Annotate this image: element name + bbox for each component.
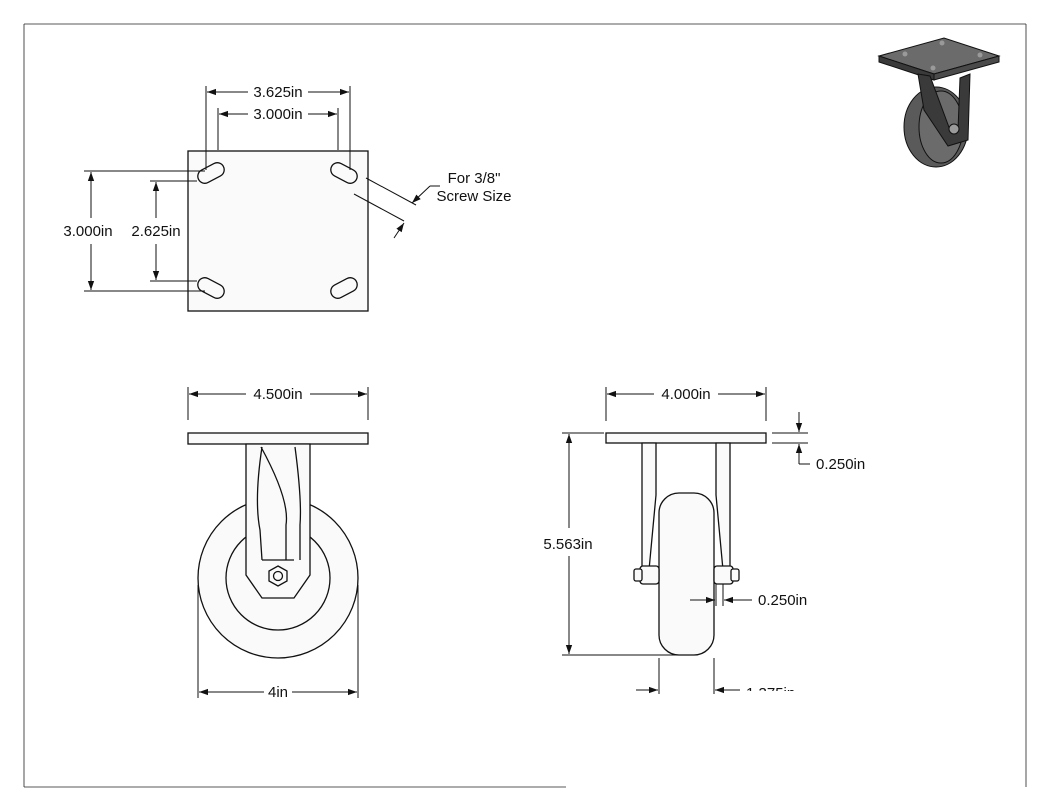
note-line-2: Screw Size <box>436 188 511 205</box>
dim-wheel-diameter: 4in <box>197 585 359 701</box>
side-leg-right <box>715 442 731 571</box>
dim-label-0-250-plate: 0.250in <box>816 456 865 473</box>
note-line-1: For 3/8" <box>448 170 501 187</box>
dim-label-0-250-leg: 0.250in <box>758 592 807 609</box>
dim-overall-height: 5.563in <box>543 432 686 656</box>
dim-label-3-000-width: 3.000in <box>253 106 302 123</box>
side-plate <box>605 432 767 444</box>
side-wheel <box>658 492 715 656</box>
dim-plate-thickness: 0.250in <box>772 412 865 473</box>
side-leg-left <box>641 442 657 571</box>
top-view: 3.625in 3.000in 3.000in 2.625in <box>63 84 512 312</box>
side-view: 4.000in 0.250in 5.563in 0.250in <box>543 386 865 702</box>
dim-wheel-width: 1.375in <box>636 658 795 702</box>
dim-label-4in: 4in <box>268 684 288 701</box>
dim-label-4-500: 4.500in <box>253 386 302 403</box>
dim-label-1-375: 1.375in <box>746 685 795 702</box>
dim-front-plate-width: 4.500in <box>187 386 369 420</box>
dim-top-outer-height: 3.000in <box>63 170 205 292</box>
dim-label-5-563: 5.563in <box>543 536 592 553</box>
dim-side-plate-width: 4.000in <box>605 386 767 421</box>
front-plate <box>187 432 369 445</box>
sheet-border <box>23 23 1027 788</box>
axle-nut <box>268 565 288 587</box>
dim-leg-thickness: 0.250in <box>690 584 807 609</box>
front-view: 4.500in 4in <box>187 386 369 701</box>
dim-label-4-000: 4.000in <box>661 386 710 403</box>
dim-label-3-000-height: 3.000in <box>63 223 112 240</box>
screw-size-note: For 3/8" Screw Size <box>353 170 512 239</box>
dim-top-outer-width: 3.625in <box>205 84 351 170</box>
dim-label-2-625: 2.625in <box>131 223 180 240</box>
bolt-slots <box>197 162 358 299</box>
isometric-view <box>877 37 1001 168</box>
dim-label-3-625: 3.625in <box>253 84 302 101</box>
dim-top-inner-width: 3.000in <box>217 106 339 150</box>
dim-top-inner-height: 2.625in <box>131 180 197 282</box>
